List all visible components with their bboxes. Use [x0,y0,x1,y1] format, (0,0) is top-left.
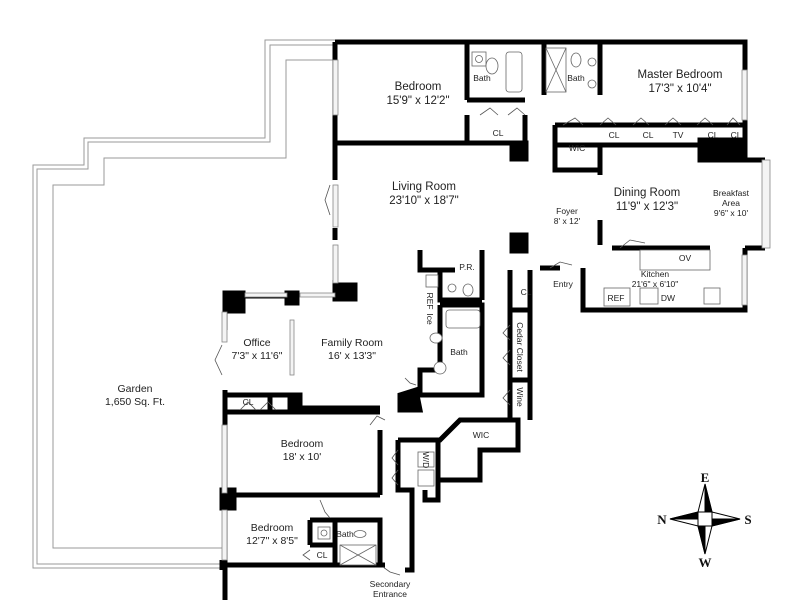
room-name: Foyer [556,206,578,216]
room-size: 17'3" x 10'4" [648,83,712,95]
room-master-bedroom: Master Bedroom 17'3" x 10'4" [637,68,722,96]
room-name: Office [243,337,271,349]
door-swings [214,107,741,576]
room-size: 11'9" x 12'3" [615,201,679,213]
room-name: Kitchen [640,269,670,279]
label-dishwasher: DW [660,293,676,303]
label-closet: CL [642,130,654,140]
label-bath: Bath [336,529,354,539]
room-name: Master Bedroom [637,69,723,81]
room-size: 12'7" x 8'5" [246,535,298,547]
label-closet: CL [730,130,742,140]
label-closet: CL [316,550,328,560]
room-size: 18' x 10' [282,451,322,463]
room-name: Dining Room [613,187,681,199]
walls [219,39,765,600]
label-closet: CL [707,130,719,140]
label-cedar-closet: Cedar Closet [515,322,525,372]
room-name: Bedroom [250,522,294,534]
room-size: 15'9" x 12'2" [386,95,450,107]
label-closet: CL [492,128,504,138]
label-closet: CL [520,287,532,297]
room-bedroom-1: Bedroom 15'9" x 12'2" [386,80,449,108]
compass-rose-icon [669,483,741,555]
compass-east: E [700,470,710,485]
room-size: 21'6" x 6'10" [631,279,679,289]
label-bath: Bath [567,73,585,83]
room-size: 8' x 12' [553,216,581,226]
compass-south: S [744,512,752,527]
label-refrigerator: REF [425,292,435,310]
label-closet: CL [242,397,254,407]
room-size: 16' x 13'3" [327,350,377,362]
label-secondary-entrance: Secondary Entrance [369,579,411,599]
room-name: Garden [117,383,153,395]
label-refrigerator: REF [607,293,625,303]
label-ice: Ice [425,313,435,325]
label-entry: Entry [553,279,573,289]
room-size: 23'10" x 18'7" [389,195,459,207]
room-name: Breakfast Area [713,188,749,208]
room-name: Living Room [392,181,456,193]
label-wine: Wine [515,387,525,407]
label-tv: TV [672,130,684,140]
room-living-room: Living Room 23'10" x 18'7" [389,180,458,208]
compass-west: W [698,555,712,570]
label-closet: CL [608,130,620,140]
room-size: 9'6" x 10' [713,208,749,218]
label-powder-room: P.R. [459,262,475,272]
room-name: Bedroom [394,81,442,93]
garden-outline [32,39,335,569]
label-walk-in-closet: WIC [568,143,586,153]
room-name: Bedroom [280,438,324,450]
room-size: 1,650 Sq. Ft. [104,396,166,408]
label-oven: OV [678,253,692,263]
label-bath: Bath [473,73,491,83]
windows [221,59,771,561]
room-size: 7'3" x 11'6" [231,350,283,362]
room-dining-room: Dining Room 11'9" x 12'3" [614,186,680,214]
compass-north: N [657,512,667,527]
label-washer-dryer: W/D [421,451,431,469]
label-bath: Bath [450,347,468,357]
room-name: Family Room [321,337,383,349]
fixtures [317,47,721,566]
label-walk-in-closet: WIC [472,430,490,440]
